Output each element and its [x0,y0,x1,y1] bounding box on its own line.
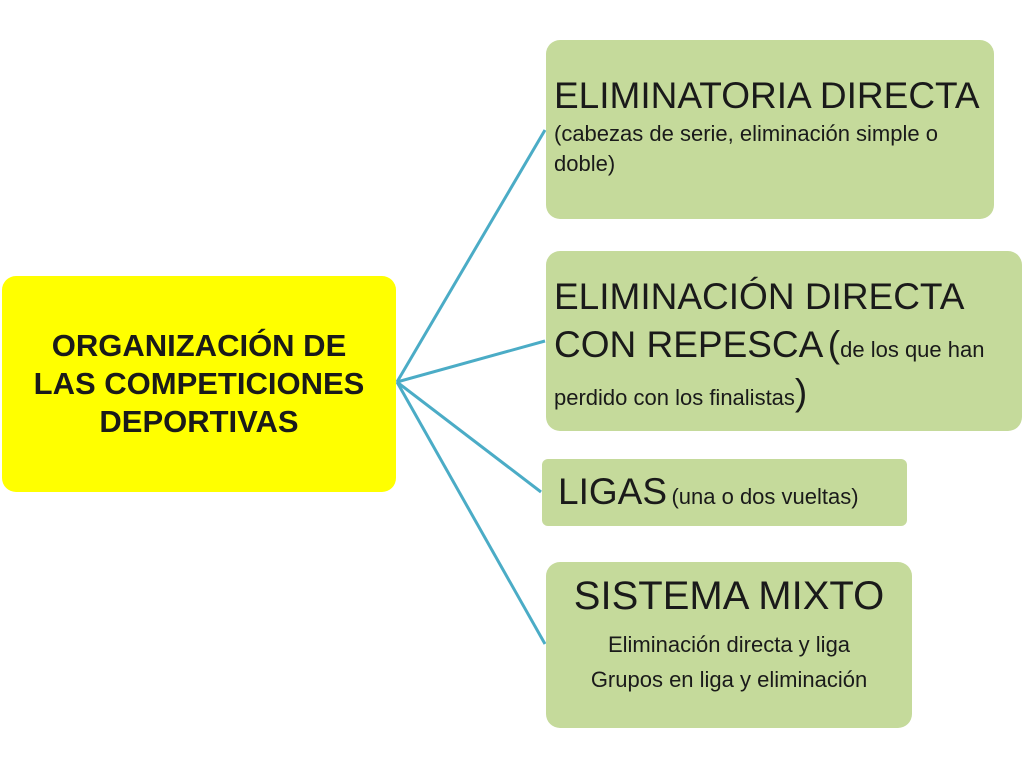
branch-line: Eliminación directa y liga [607,632,851,657]
branch-subtitle: (cabezas de serie, eliminación simple o … [554,120,938,177]
branch-line: Grupos en liga y eliminación [590,667,868,692]
branch-sistema-mixto: SISTEMA MIXTO Eliminación directa y liga… [546,562,912,728]
branch-eliminacion-con-repesca: ELIMINACIÓN DIRECTA CON REPESCA (de los … [546,251,1022,431]
root-node: ORGANIZACIÓN DE LAS COMPETICIONES DEPORT… [2,276,396,492]
branch-subtitle: (una o dos vueltas) [671,484,859,509]
close-paren: ) [794,372,808,414]
branch-ligas: LIGAS (una o dos vueltas) [542,459,907,526]
branch-title: ELIMINATORIA DIRECTA [554,75,980,116]
open-paren: ( [827,324,841,366]
connector-to-repesca [396,339,546,384]
connector-to-mixto [395,381,547,645]
branch-title: SISTEMA MIXTO [573,574,885,618]
branch-title: LIGAS [558,471,667,512]
root-title: ORGANIZACIÓN DE LAS COMPETICIONES DEPORT… [33,328,365,439]
branch-eliminatoria-directa: ELIMINATORIA DIRECTA (cabezas de serie, … [546,40,994,219]
connector-to-ligas [396,380,542,494]
branch-subtitle: de los que han perdido con los finalista… [554,337,985,411]
branch-title: ELIMINACIÓN DIRECTA CON REPESCA [554,276,963,366]
connector-to-eliminatoria [395,129,547,383]
